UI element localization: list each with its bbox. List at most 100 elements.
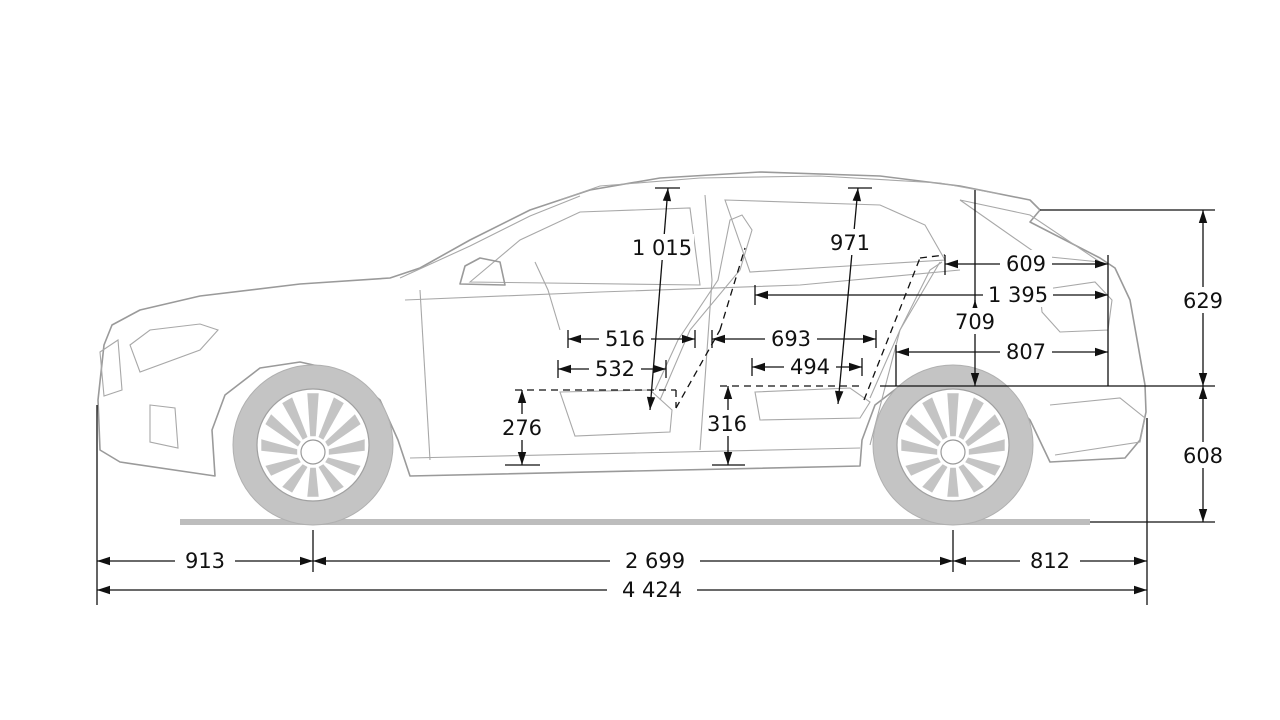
wheel-spoke <box>901 439 938 455</box>
dimension-label: 807 <box>1006 340 1046 364</box>
dimension-label: 709 <box>955 310 995 334</box>
wheel-spoke <box>958 464 984 493</box>
dimension-arrowhead <box>1134 585 1147 595</box>
dimension-label: 913 <box>185 549 225 573</box>
dimension-arrowhead <box>1198 386 1208 399</box>
label-background <box>175 547 235 573</box>
grille <box>99 339 123 397</box>
dimension-arrowhead <box>313 556 326 566</box>
dimension-arrowhead <box>517 452 527 465</box>
dimension-load-floor-length-1: 609 <box>945 250 1108 276</box>
dimension-arrowhead <box>723 452 733 465</box>
wheel-spoke <box>307 467 319 497</box>
wheel-spoke <box>905 457 941 476</box>
dimension-front-headroom: 1 015 <box>630 187 694 411</box>
dimension-beltline-to-ground-height: 608 <box>1179 386 1227 522</box>
dimension-label: 4 424 <box>622 578 682 602</box>
dimension-label: 629 <box>1183 289 1223 313</box>
windscreen-line <box>399 195 581 279</box>
dimension-label: 532 <box>595 357 635 381</box>
dimension-arrowhead <box>849 362 862 372</box>
dimension-label: 1 015 <box>632 236 692 260</box>
dimension-label: 693 <box>771 327 811 351</box>
dimension-front-seat-height: 276 <box>499 390 545 465</box>
label-background <box>499 414 545 440</box>
rear-wheel <box>872 364 1034 526</box>
label-background <box>824 229 876 255</box>
front-fog-light <box>149 404 179 449</box>
dimension-arrowhead <box>97 556 110 566</box>
dimension-arrowhead <box>835 390 844 404</box>
dimension-rear-seat-height: 316 <box>704 386 750 465</box>
label-background <box>1020 547 1080 573</box>
dimension-front-overhang: 913 <box>97 547 313 573</box>
dimension-arrowhead <box>940 556 953 566</box>
wheel-spoke <box>318 464 344 493</box>
dimension-rear-seat-depth-2: 494 <box>752 353 862 379</box>
wheel-spoke <box>922 397 948 440</box>
wheel-spoke <box>318 397 344 440</box>
dimension-label: 2 699 <box>625 549 685 573</box>
wheel-spoke <box>282 464 308 493</box>
steering-wheel <box>534 261 561 331</box>
dimension-front-seat-depth-1: 516 <box>568 325 695 351</box>
wheel-spoke <box>307 393 319 437</box>
dimension-lines <box>96 187 1215 605</box>
label-background <box>983 281 1053 307</box>
dimension-label: 316 <box>707 412 747 436</box>
dimension-wheelbase: 2 699 <box>313 547 953 573</box>
wheel-spoke <box>947 467 959 497</box>
dimension-arrowhead <box>863 334 876 344</box>
dimension-arrowhead <box>1095 347 1108 357</box>
wheel-spoke <box>265 414 301 447</box>
dimension-load-opening-height: 709 <box>951 300 999 386</box>
wheel-spoke <box>265 457 301 476</box>
dimension-label: 608 <box>1183 444 1223 468</box>
dimension-arrowhead <box>752 362 765 372</box>
dimension-arrowhead <box>1198 509 1208 522</box>
dimension-arrowhead <box>653 364 666 374</box>
side-mirror <box>459 257 506 286</box>
dimension-arrowhead <box>755 290 768 300</box>
label-background <box>951 308 999 334</box>
dimension-arrowhead <box>517 390 527 403</box>
dimension-arrowhead <box>568 334 581 344</box>
dimension-arrowhead <box>300 556 313 566</box>
label-background <box>1179 442 1227 468</box>
wheel-spoke <box>328 439 365 455</box>
dimension-arrowhead <box>1134 556 1147 566</box>
label-background <box>784 353 836 379</box>
dimension-line <box>837 187 859 405</box>
wheel-spoke <box>965 414 1001 447</box>
dimension-arrowhead <box>945 259 958 269</box>
headlight <box>129 323 219 373</box>
dimension-arrowhead <box>953 556 966 566</box>
front-side-window <box>468 207 701 286</box>
label-background <box>589 355 641 381</box>
rear-bumper <box>1049 397 1146 456</box>
beltline <box>404 269 961 301</box>
dimension-rear-headroom: 971 <box>824 187 876 405</box>
wheel-spoke <box>325 414 361 447</box>
front-wheel <box>232 364 394 526</box>
label-background <box>630 234 694 260</box>
dimension-arrowhead <box>723 386 733 399</box>
dimension-arrowhead <box>558 364 571 374</box>
dimension-arrowhead <box>1198 373 1208 386</box>
dimension-rear-seat-depth-1: 693 <box>712 325 876 351</box>
dimension-arrowhead <box>712 334 725 344</box>
dimension-arrowhead <box>1095 290 1108 300</box>
wheel-spoke <box>968 439 1005 455</box>
wheel-spoke <box>965 457 1001 476</box>
dimension-overall-length: 4 424 <box>97 576 1147 602</box>
wheel-spoke <box>947 393 959 437</box>
dimension-label: 971 <box>830 231 870 255</box>
front-door-line <box>419 289 431 461</box>
wheel-spoke <box>922 464 948 493</box>
dimension-arrowhead <box>97 585 110 595</box>
dimension-arrowhead <box>896 347 909 357</box>
dimension-line <box>649 187 669 411</box>
dimension-arrowhead <box>970 373 980 386</box>
